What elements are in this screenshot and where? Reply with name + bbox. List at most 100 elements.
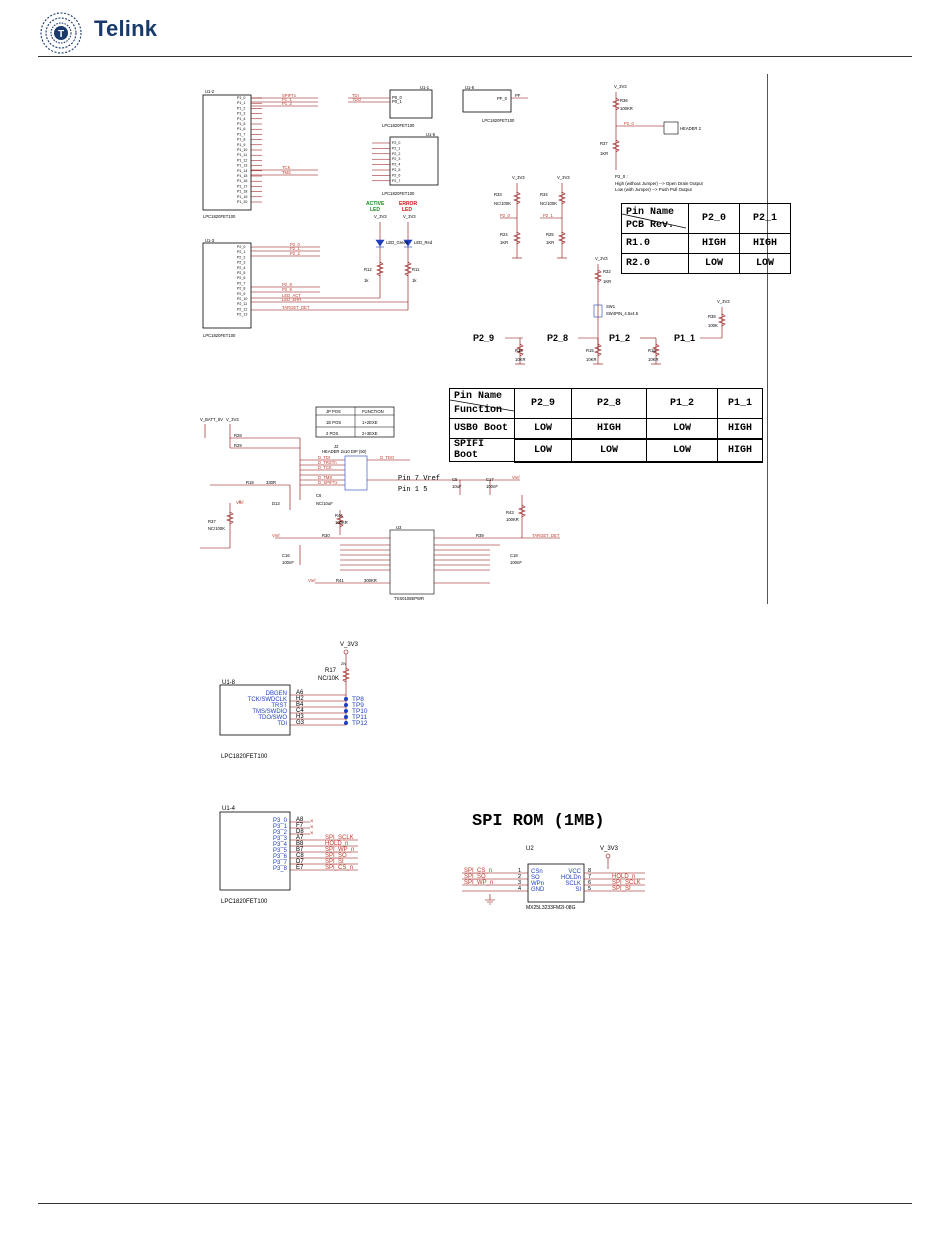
u1-8-rail: V_3V3: [340, 642, 359, 648]
strap-rail-1: V_3V3: [512, 175, 525, 180]
bootsw-rail: V_3V3: [595, 256, 608, 261]
u1-8-tp-1: TP9: [352, 702, 364, 709]
spi-right-num-0: 8: [588, 868, 591, 874]
debug-r43-val: 100KR: [506, 517, 519, 522]
spi-left-num-3: 4: [518, 886, 521, 892]
sheet-border: [767, 74, 768, 604]
u1-6-pin-0: PF_0: [497, 96, 508, 101]
spi-left-pin-3: GND: [531, 887, 545, 893]
u1-3-net-3: P2_8: [282, 282, 292, 287]
u1-4-pinnum-1: F7: [296, 823, 304, 829]
debug-r44: R44: [335, 513, 343, 518]
u1-3-pin-2: P2_2: [237, 255, 245, 259]
jumper-circuit: V_3V3 R36 100KR R37 1KR P2_0 HEADER 2: [600, 84, 702, 170]
u1-4-net-3: SPI_SCLK: [325, 835, 354, 841]
u1-2-pin-6: P1_6: [237, 127, 245, 131]
u1-8-pin-1: TCK/SWDCLK: [248, 697, 287, 703]
boot-table1-corner: Pin Name PCB Rev.: [621, 203, 689, 234]
u1-4-pin-5: P3_5: [273, 848, 288, 854]
u1-3-pin-8: P2_8: [237, 287, 245, 291]
debug-r18: R18: [246, 480, 254, 485]
u1-2-net-4: TMS: [282, 170, 291, 175]
strap-r34-val: NC/100K: [540, 201, 557, 206]
u1-8-ref: U1-8: [222, 680, 236, 686]
spi-rom-title: SPI ROM (1MB): [472, 812, 605, 831]
u1-4-net-5: SPI_WP_n: [325, 847, 354, 853]
telink-logo-icon: T: [38, 10, 84, 56]
debug-net-3: D_TCK: [318, 465, 332, 470]
u1-3-pin-12: P2_12: [237, 307, 247, 311]
spi-left-net-1: SPI_SO: [464, 874, 486, 880]
boot-table2-row-1-c1: LOW: [514, 437, 572, 463]
spi-right-num-3: 5: [588, 886, 591, 892]
u1-2-pin-15: P1_15: [237, 174, 247, 178]
u1-1-ref: U1-1: [420, 85, 430, 90]
u1-3-net-0: P2_0: [290, 242, 300, 247]
strap-r25: R25: [546, 232, 554, 237]
spi-right-pin-1: HOLDn: [561, 875, 581, 881]
u1-5-pin-0: P2_0: [392, 141, 400, 145]
debug-d13: D13: [272, 501, 280, 506]
u1-8-pin-0: DBGEN: [266, 691, 287, 697]
boot-table1-row-0-c1: HIGH: [688, 233, 740, 254]
u1-3-pin-1: P2_1: [237, 250, 245, 254]
strap-r33: R33: [494, 192, 502, 197]
u1-3-pin-9: P2_9: [237, 292, 245, 296]
u1-2-pin-19: P1_19: [237, 195, 247, 199]
u1-2-pin-4: P1_4: [237, 117, 245, 121]
u1-8-pinnum-2: B4: [296, 702, 304, 708]
u1-3-net-4: P2_9: [282, 287, 292, 292]
u1-4-pin-6: P3_6: [273, 854, 288, 860]
u1-8-tp-dot-2: [344, 709, 348, 713]
u1-3-part: LPC1820FET100: [203, 333, 236, 338]
boot-table-pcb-rev: Pin Name PCB Rev. P2_0 P2_1 R1.0 HIGH HI…: [621, 203, 791, 274]
u1-4-net-4: HOLD_n: [325, 841, 348, 847]
debug-vref-1: Vref: [236, 500, 244, 505]
u1-8-tp-3: TP11: [352, 714, 367, 721]
u1-5-part: LPC1820FET100: [382, 191, 415, 196]
boot-table2-header-top: Pin Name: [454, 390, 503, 402]
jumper-r37-val: 1KR: [600, 151, 608, 156]
u1-8-pin-3: TMS/SWDIO: [252, 709, 287, 715]
spi-right-pin-0: VCC: [568, 869, 581, 875]
jumper-r37: R37: [600, 141, 608, 146]
boot-table2-row-1-c2: LOW: [571, 437, 647, 463]
u1-2-pin-5: P1_5: [237, 122, 245, 126]
u1-2-pin-18: P1_18: [237, 190, 247, 194]
u1-3-pin-4: P2_4: [237, 266, 245, 270]
u1-2-block: U1-2 LPC1820FET100 P1_0P1_1P1_2P1_3P1_4P…: [202, 89, 318, 219]
u1-2-pin-3: P1_3: [237, 112, 245, 116]
boot-table2-row-0-c2: HIGH: [571, 418, 647, 439]
u1-4-nc-0: ×: [310, 819, 314, 825]
u1-3-pin-6: P2_6: [237, 276, 245, 280]
debug-r44-val: 100KR: [335, 520, 348, 525]
spi-left-net-2: SPI_WP_n: [464, 880, 493, 886]
u1-5-block: U1-5 P2_0P2_1P2_2P2_3P2_4P2_5P2_6P2_7 LP…: [372, 132, 439, 196]
spi-left-pin-0: CSn: [531, 869, 543, 875]
u1-2-net-1: P1_1: [282, 97, 292, 102]
boot-table2-row-0-c3: LOW: [646, 418, 718, 439]
bootsw-r38-val: 100K: [708, 323, 718, 328]
bootsw-r15-val: 10KR: [586, 357, 596, 362]
debug-r41: R41: [336, 578, 344, 583]
u1-6-part: LPC1820FET100: [482, 118, 515, 123]
active-led-label: ACTIVE: [366, 201, 385, 207]
pin-note-1: Pin 7 Vref: [398, 475, 441, 483]
bootsw-sw: SW1: [606, 304, 616, 309]
boot-table2-row-0-c1: LOW: [514, 418, 572, 439]
led-r11: R11: [412, 267, 420, 272]
debug-r37: R37: [208, 519, 216, 524]
boot-table2-row-1-label: SPIFI Boot: [449, 438, 515, 462]
led-rail-2: V_3V3: [403, 214, 416, 219]
brand-name: Telink: [94, 16, 158, 41]
boot-label-p2-9: P2_9: [473, 333, 494, 343]
u1-8-tp-dot-3: [344, 715, 348, 719]
debug-c18: C18: [510, 553, 518, 558]
u1-3-net-2: P2_2: [290, 251, 300, 256]
u1-8-pinnum-0: A6: [296, 690, 304, 696]
spi-right-num-1: 7: [588, 874, 591, 880]
mini-table-2-1: 2+3EXE: [362, 431, 378, 436]
boot-table2-corner: Pin Name Function: [449, 388, 515, 419]
